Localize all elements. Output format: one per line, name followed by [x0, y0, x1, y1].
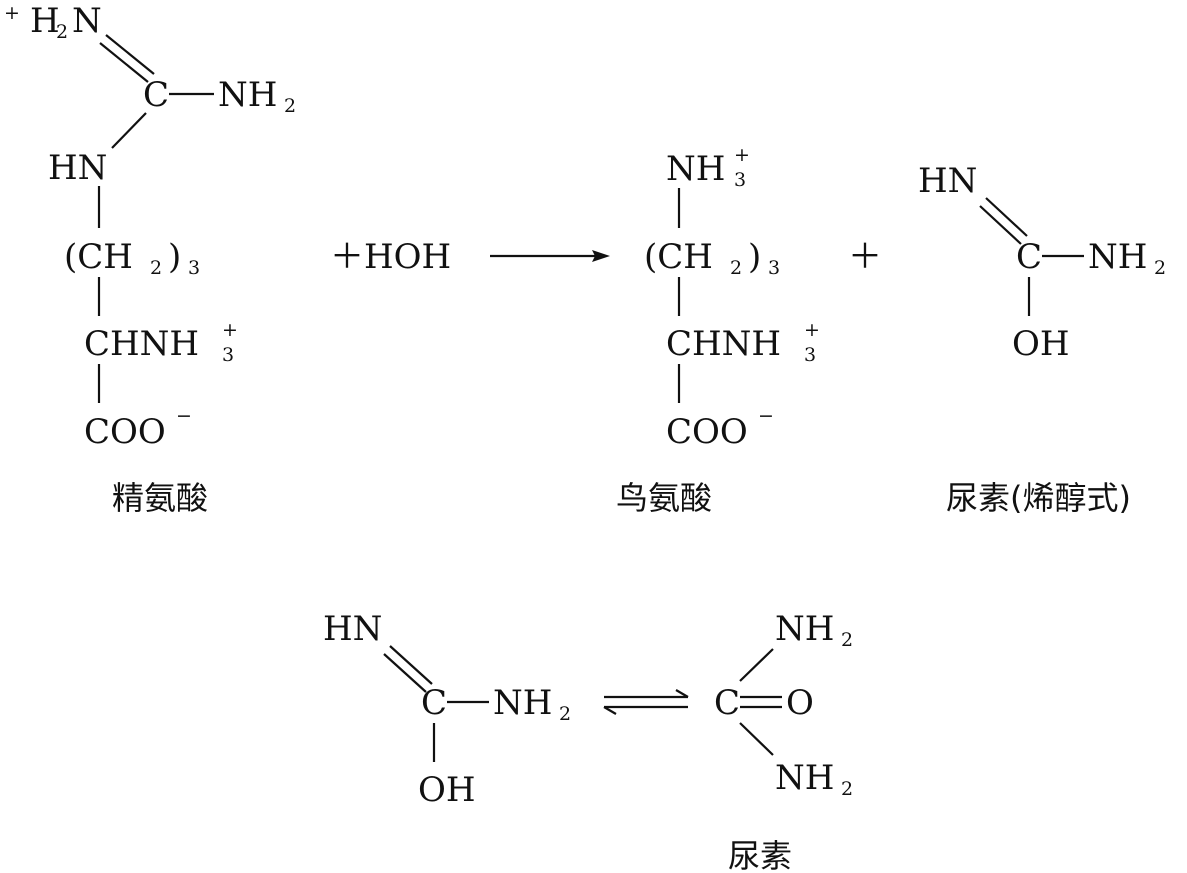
urea-top-nh2-label: NH	[775, 609, 834, 649]
urea-caption: 尿素	[728, 837, 792, 873]
equilibrium-arrows	[603, 689, 689, 715]
ornithine-ch2-close: )	[748, 237, 761, 277]
ornithine-caption: 鸟氨酸	[616, 479, 712, 517]
tautomer-enol-carbon: C	[421, 683, 447, 723]
urea-enol-nh2-subscript: 2	[1154, 257, 1166, 279]
tautomer-enol-structure: HN C NH 2 OH	[323, 609, 571, 810]
arginine-ch2-subscript: 2	[150, 257, 162, 279]
tautomer-enol-double-bond-b	[383, 653, 427, 693]
arginine-ch2-open: (CH	[64, 237, 133, 277]
urea-c-bottom-nh2-bond	[739, 722, 774, 756]
ornithine-ch2-count: 3	[768, 257, 780, 279]
arginine-h2n-n: N	[72, 1, 102, 41]
urea-enol-carbon: C	[1016, 237, 1042, 277]
urea-carbon: C	[714, 683, 740, 723]
ornithine-ch2-open: (CH	[644, 237, 713, 277]
arginine-structure: + H 2 N C NH 2 HN (CH 2 ) 3 CHNH 3 + COO…	[4, 1, 296, 517]
arginine-caption: 精氨酸	[112, 479, 208, 517]
equilibrium-reverse-barb	[603, 706, 617, 715]
arginine-central-carbon: C	[143, 75, 169, 115]
arginine-plus-charge: +	[4, 2, 20, 24]
arginine-coo-charge: −	[176, 405, 192, 427]
ornithine-ch2-subscript: 2	[730, 257, 742, 279]
arginine-chnh-label: CHNH	[84, 324, 199, 364]
tautomer-enol-hn-label: HN	[323, 609, 382, 649]
ornithine-coo-charge: −	[758, 405, 774, 427]
urea-enol-caption: 尿素(烯醇式)	[946, 479, 1131, 517]
arginine-nh2-subscript: 2	[284, 95, 296, 117]
tautomer-enol-nh2-subscript: 2	[559, 703, 571, 725]
arginine-hn-label: HN	[48, 148, 107, 188]
urea-enol-hn-label: HN	[918, 161, 977, 201]
arginine-coo-label: COO	[84, 412, 166, 452]
ornithine-coo-label: COO	[666, 412, 748, 452]
reaction-arrow	[490, 250, 610, 262]
urea-keto-structure: NH 2 C O NH 2 尿素	[714, 609, 853, 873]
urea-enol-double-bond-a	[985, 197, 1028, 237]
arginine-chnh-subscript: 3	[222, 344, 234, 366]
equilibrium-forward-barb	[675, 689, 689, 698]
urea-top-nh2-subscript: 2	[841, 629, 853, 651]
ornithine-chnh-charge: +	[804, 319, 820, 341]
arginine-c-hn-bond	[111, 112, 147, 149]
ornithine-structure: NH 3 + (CH 2 ) 3 CHNH 3 + COO − 鸟氨酸	[616, 144, 820, 517]
tautomer-enol-oh-label: OH	[418, 770, 476, 810]
urea-bottom-nh2-subscript: 2	[841, 778, 853, 800]
product-plus-sign: ＋	[848, 237, 882, 277]
arginine-h2n-h: H	[30, 1, 60, 41]
urea-enol-double-bond-b	[979, 205, 1022, 245]
arginine-ch2-count: 3	[188, 257, 200, 279]
plus-water-label: ＋HOH	[330, 237, 451, 277]
arginine-chnh-charge: +	[222, 319, 238, 341]
arginine-ch2-close: )	[168, 237, 181, 277]
urea-bottom-nh2-label: NH	[775, 758, 834, 798]
ornithine-chnh-subscript: 3	[804, 344, 816, 366]
ornithine-nh-charge: +	[734, 144, 750, 166]
arginine-double-bond-a	[105, 34, 155, 75]
tautomer-enol-nh2-label: NH	[493, 683, 552, 723]
ornithine-nh-label: NH	[666, 149, 725, 189]
urea-oxygen: O	[786, 683, 814, 723]
ornithine-nh-subscript: 3	[734, 169, 746, 191]
arginine-h2n-subscript: 2	[56, 21, 68, 43]
arginine-double-bond-b	[99, 42, 149, 83]
arginine-nh2-label: NH	[218, 75, 277, 115]
reaction-arrow-head	[592, 250, 610, 262]
ornithine-chnh-label: CHNH	[666, 324, 781, 364]
urea-enol-oh-label: OH	[1012, 324, 1070, 364]
urea-enol-nh2-label: NH	[1088, 237, 1147, 277]
urea-enol-structure: HN C NH 2 OH 尿素(烯醇式)	[918, 161, 1166, 517]
urea-c-top-nh2-bond	[739, 648, 774, 682]
tautomer-enol-double-bond-a	[389, 645, 433, 685]
